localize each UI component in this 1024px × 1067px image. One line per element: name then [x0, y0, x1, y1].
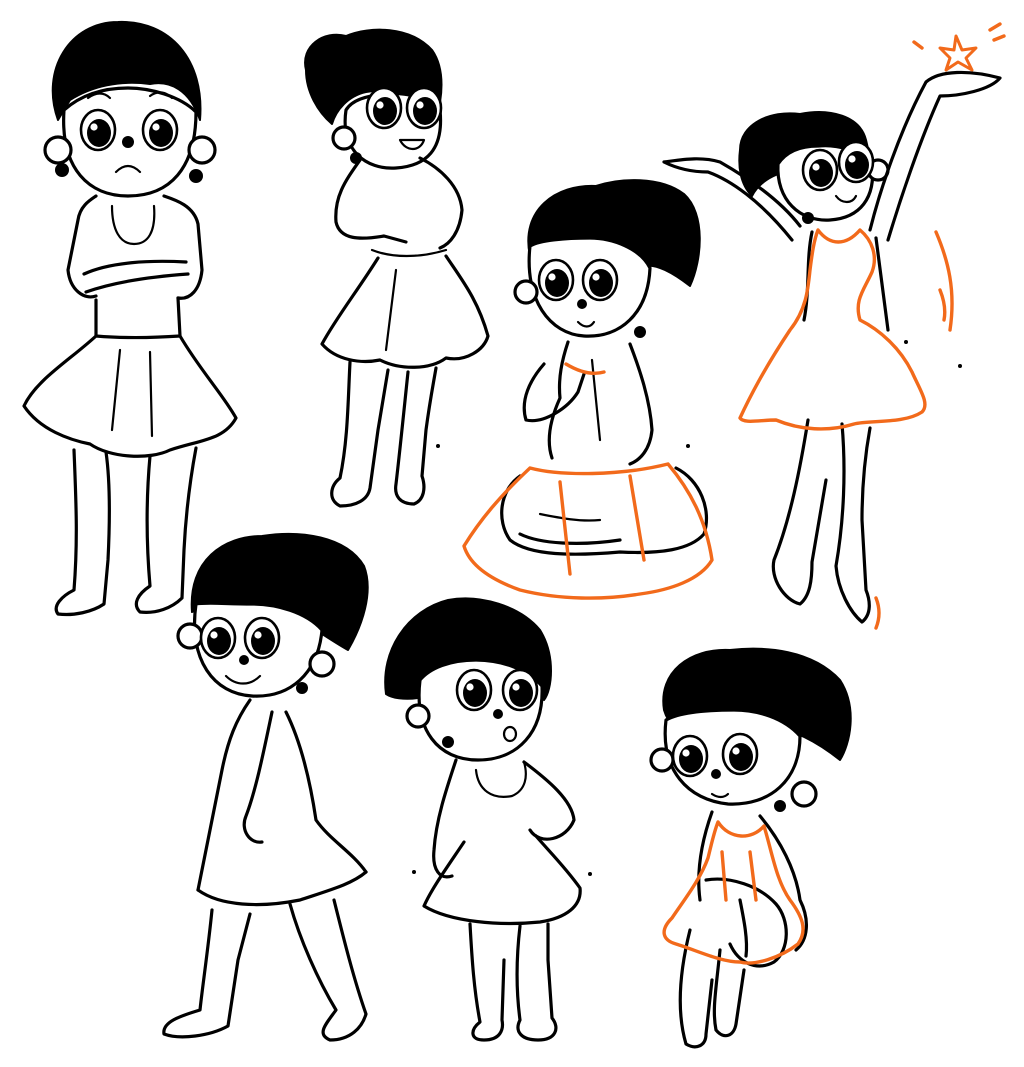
- figure-reaching-star: [662, 22, 1006, 630]
- ink-specks: [412, 340, 962, 876]
- figure-walking: [162, 532, 369, 1042]
- star-icon: [938, 34, 978, 72]
- figure-arms-crossed: [22, 20, 238, 617]
- figure-kneeling: [462, 179, 714, 600]
- accent-bodice: [564, 362, 606, 375]
- figure-sitting-knees-up: [649, 647, 852, 1049]
- accent-dress: [738, 228, 927, 431]
- accent-dress: [662, 820, 805, 965]
- figure-hands-on-waist: [304, 28, 490, 508]
- accent-skirt: [462, 462, 714, 600]
- figure-hand-on-hip: [384, 597, 582, 1042]
